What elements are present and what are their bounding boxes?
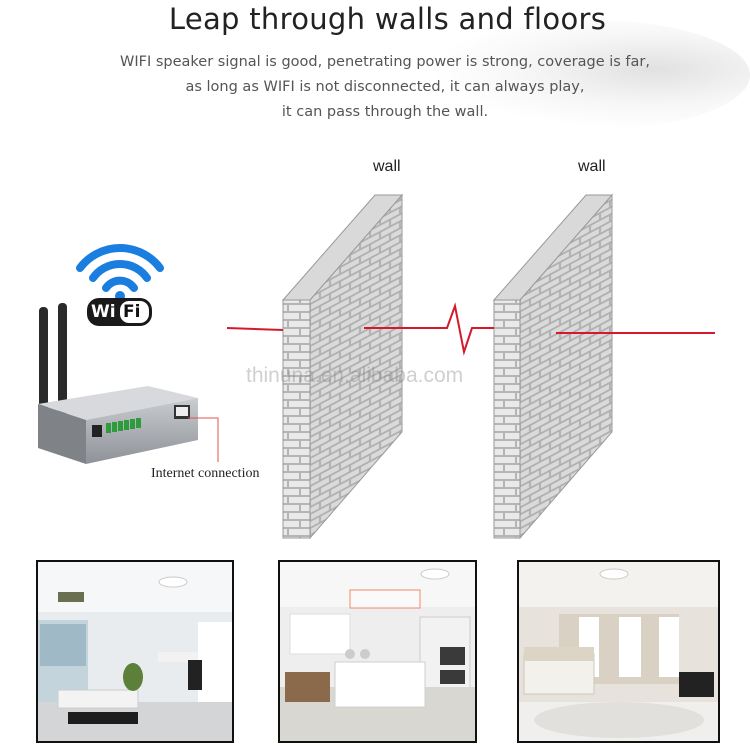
kitchen-photo (278, 560, 477, 743)
wall-label-1: wall (373, 158, 401, 175)
description-line: as long as WIFI is not disconnected, it … (185, 79, 585, 95)
router-device (38, 303, 198, 464)
living-room-photo (36, 560, 234, 743)
brick-wall-1 (281, 193, 404, 540)
decorative-swoosh (430, 20, 750, 130)
watermark: thinuna.en.alibaba.com (246, 364, 464, 387)
page-title: Leap through walls and floors (168, 2, 607, 36)
wifi-logo (87, 298, 152, 326)
wifi-logo-text-left: Wi (91, 302, 116, 322)
description-line: it can pass through the wall. (281, 104, 489, 120)
bedroom-photo (517, 560, 720, 743)
connection-line (188, 417, 219, 462)
wifi-logo-text-right: Fi (123, 302, 141, 322)
wall-diagram (38, 193, 715, 540)
wifi-signal-icon (76, 244, 164, 292)
description: WIFI speaker signal is good, penetrating… (110, 50, 660, 125)
signal-line (226, 302, 715, 356)
description-line: WIFI speaker signal is good, penetrating… (120, 54, 650, 70)
wall-label-2: wall (578, 158, 606, 175)
brick-wall-2 (492, 193, 614, 540)
internet-connection-label: Internet connection (151, 466, 260, 481)
